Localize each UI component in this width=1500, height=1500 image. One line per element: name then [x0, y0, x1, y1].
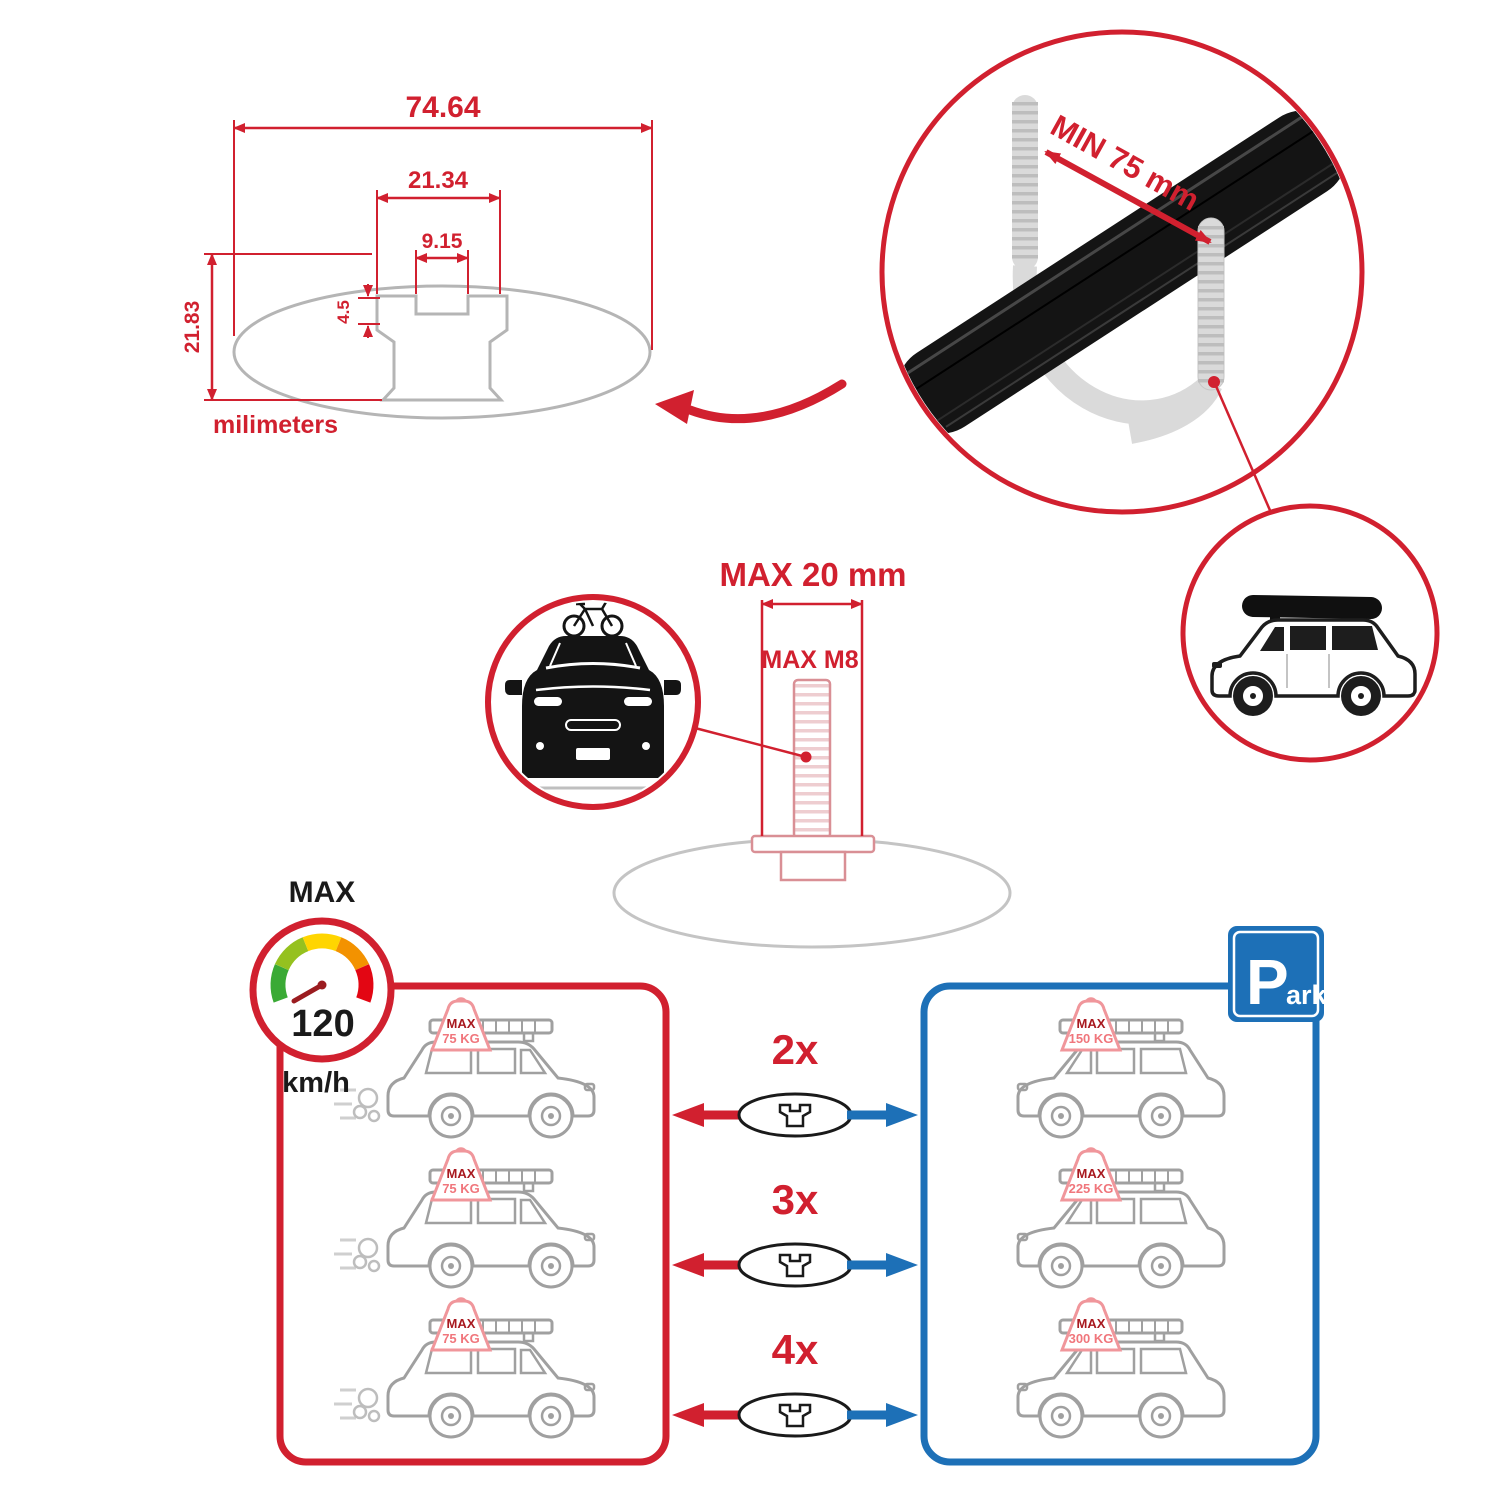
parked-load-weight: 225 KG: [1069, 1181, 1114, 1196]
speed-max-label: MAX: [289, 876, 356, 909]
unit-note: milimeters: [213, 411, 338, 439]
driving-load-max: MAX: [447, 1016, 476, 1031]
parked-load-max: MAX: [1077, 1016, 1106, 1031]
callout-dot: [1208, 376, 1220, 388]
t-bolt: [750, 678, 876, 882]
dimension-lines: [204, 120, 653, 401]
dim-total-width: 74.64: [405, 91, 480, 124]
crossbar-section-icon: [737, 1392, 853, 1438]
driving-load-weight: 75 KG: [442, 1031, 480, 1046]
park-sign: P ark: [1228, 926, 1328, 1022]
driving-load-max: MAX: [447, 1316, 476, 1331]
callout-dot-bolt: [800, 751, 812, 763]
parked-load-weight: 150 KG: [1069, 1031, 1114, 1046]
crossbar-section-icon: [737, 1242, 853, 1288]
dim-total-height: 21.83: [181, 301, 204, 354]
suv-illustration: [1210, 594, 1417, 716]
bolt-diagram: MAX 20 mm MAX M8: [612, 556, 1012, 949]
parked-load-max: MAX: [1077, 1166, 1106, 1181]
suv-roofbox-circle: [1180, 503, 1440, 763]
bolt-max-width-label: MAX 20 mm: [719, 556, 906, 593]
speed-limit-gauge: MAX 120 km/h: [249, 876, 395, 1099]
driving-load-weight: 75 KG: [442, 1181, 480, 1196]
speed-value: 120: [291, 1003, 354, 1045]
bolt-dimension-lines: [760, 599, 864, 836]
bar-count-label: 4x: [772, 1326, 819, 1373]
driving-load-weight: 75 KG: [442, 1331, 480, 1346]
bar-cross-section-ellipse: [232, 284, 652, 420]
gauge-needle: [291, 982, 325, 1004]
t-slot-profile: [375, 294, 509, 402]
comparison-row-3: MAX 75 KG 4x MAX 300 KG: [332, 1297, 1226, 1439]
parked-load-weight: 300 KG: [1069, 1331, 1114, 1346]
comparison-row-2: MAX 75 KG 3x MAX 225 KG: [332, 1147, 1226, 1289]
dim-slot-inner: 9.15: [422, 230, 463, 253]
gauge-arc: [270, 933, 374, 1003]
dim-lip-depth: 4.5: [334, 300, 353, 324]
bar-count-label: 2x: [772, 1026, 819, 1073]
park-initial: P: [1246, 946, 1289, 1018]
driving-load-max: MAX: [447, 1166, 476, 1181]
bolt-max-thread-label: MAX M8: [761, 646, 858, 674]
bike-car-circle: [485, 594, 701, 810]
callout-line-bolt: [694, 726, 807, 759]
crossbar-section-icon: [737, 1092, 853, 1138]
dimension-diagram: 74.64 21.34 9.15 21.83 4.5 milimeters: [181, 91, 653, 439]
park-rest: ark: [1286, 980, 1328, 1010]
speed-unit: km/h: [282, 1067, 350, 1099]
pointer-arrow-to-diagram: [655, 379, 847, 424]
parked-load-max: MAX: [1077, 1316, 1106, 1331]
dim-slot-outer: 21.34: [408, 167, 469, 194]
comparison-row-1: MAX 75 KG 2x MAX 150 KG: [332, 997, 1226, 1139]
bar-count-label: 3x: [772, 1176, 819, 1223]
min-span-arrow: [1044, 149, 1212, 245]
crossbar-detail-circle: MIN 75 mm: [879, 29, 1365, 515]
